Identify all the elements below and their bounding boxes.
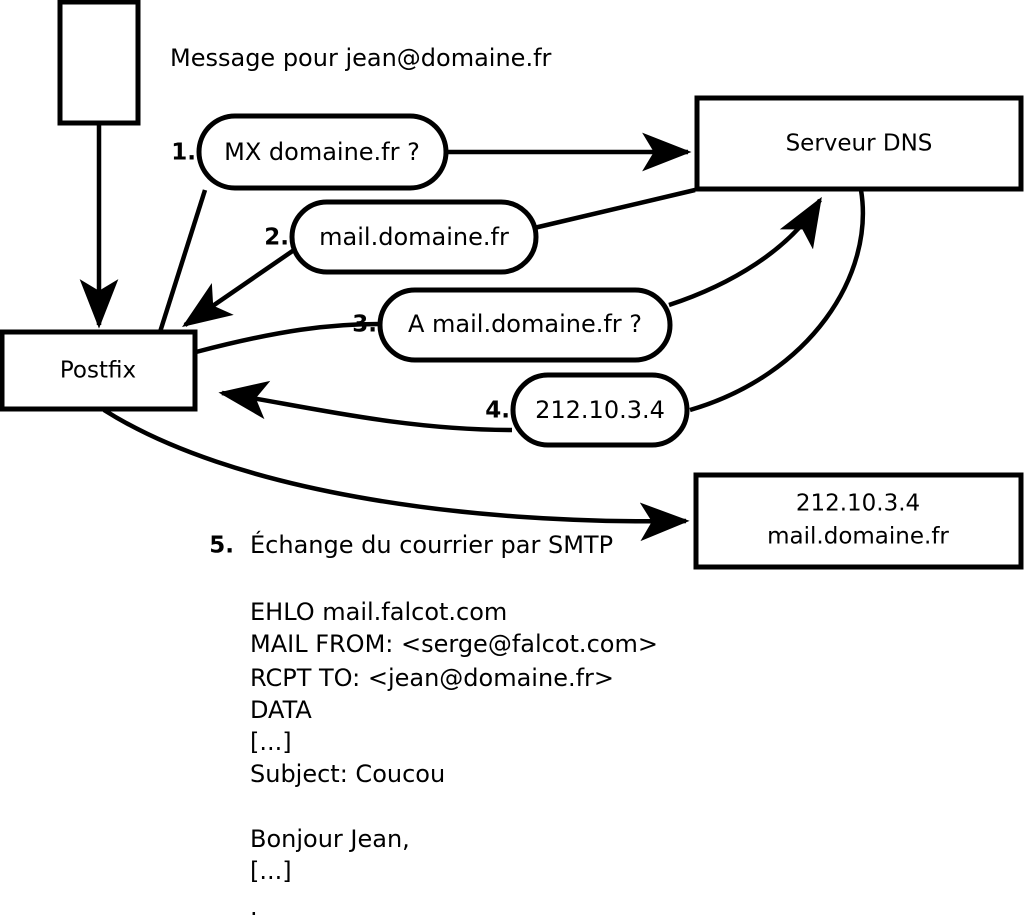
edge-step3-to-dns (668, 196, 822, 308)
step-3-label: A mail.domaine.fr ? (408, 310, 642, 338)
step-3-bubble[interactable] (377, 287, 673, 363)
smtp-line: Bonjour Jean, (250, 825, 410, 853)
step-3-number: 3. (352, 312, 377, 338)
step-2-label: mail.domaine.fr (319, 223, 509, 251)
smtp-line: DATA (250, 696, 312, 724)
edge-step4-to-postfix (218, 380, 513, 433)
node-dns-box[interactable] (694, 95, 1024, 192)
edge-dns-to-step2 (533, 187, 696, 231)
smtp-line: [...] (250, 857, 292, 885)
smtp-line: [...] (250, 728, 292, 756)
node-mailserver-box[interactable] (693, 472, 1024, 570)
edge-dns-to-step4 (689, 189, 866, 413)
edge-postfix-to-step3 (195, 321, 380, 355)
step-4-bubble[interactable] (510, 372, 690, 448)
smtp-line: Subject: Coucou (250, 760, 445, 788)
step-4-number: 4. (485, 398, 510, 424)
step-4-label: 212.10.3.4 (535, 396, 665, 424)
node-postfix-box[interactable] (0, 329, 198, 412)
node-dns-label: Serveur DNS (786, 131, 933, 157)
edge-step2-to-postfix (182, 248, 296, 328)
node-mailserver-ip: 212.10.3.4 (796, 491, 920, 517)
step-1-bubble[interactable] (196, 113, 449, 191)
node-mailserver-host: mail.domaine.fr (767, 524, 949, 550)
smtp-line: EHLO mail.falcot.com (250, 598, 507, 626)
edge-postfix-to-mailserver (102, 408, 690, 542)
node-postfix-label: Postfix (60, 358, 136, 384)
step-2-number: 2. (264, 225, 289, 251)
smtp-line: . (250, 893, 258, 919)
smtp-line: MAIL FROM: <serge@falcot.com> (250, 630, 658, 658)
node-client-box[interactable] (57, 0, 141, 126)
step-5-label: Échange du courrier par SMTP (250, 530, 613, 559)
smtp-line: RCPT TO: <jean@domaine.fr> (250, 664, 614, 692)
step-5-number: 5. (209, 533, 234, 559)
step-1-number: 1. (171, 140, 196, 166)
message-caption: Message pour jean@domaine.fr (170, 44, 552, 72)
step-1-label: MX domaine.fr ? (224, 138, 420, 166)
step-2-bubble[interactable] (289, 199, 539, 275)
edge-postfix-to-step1 (157, 189, 208, 333)
